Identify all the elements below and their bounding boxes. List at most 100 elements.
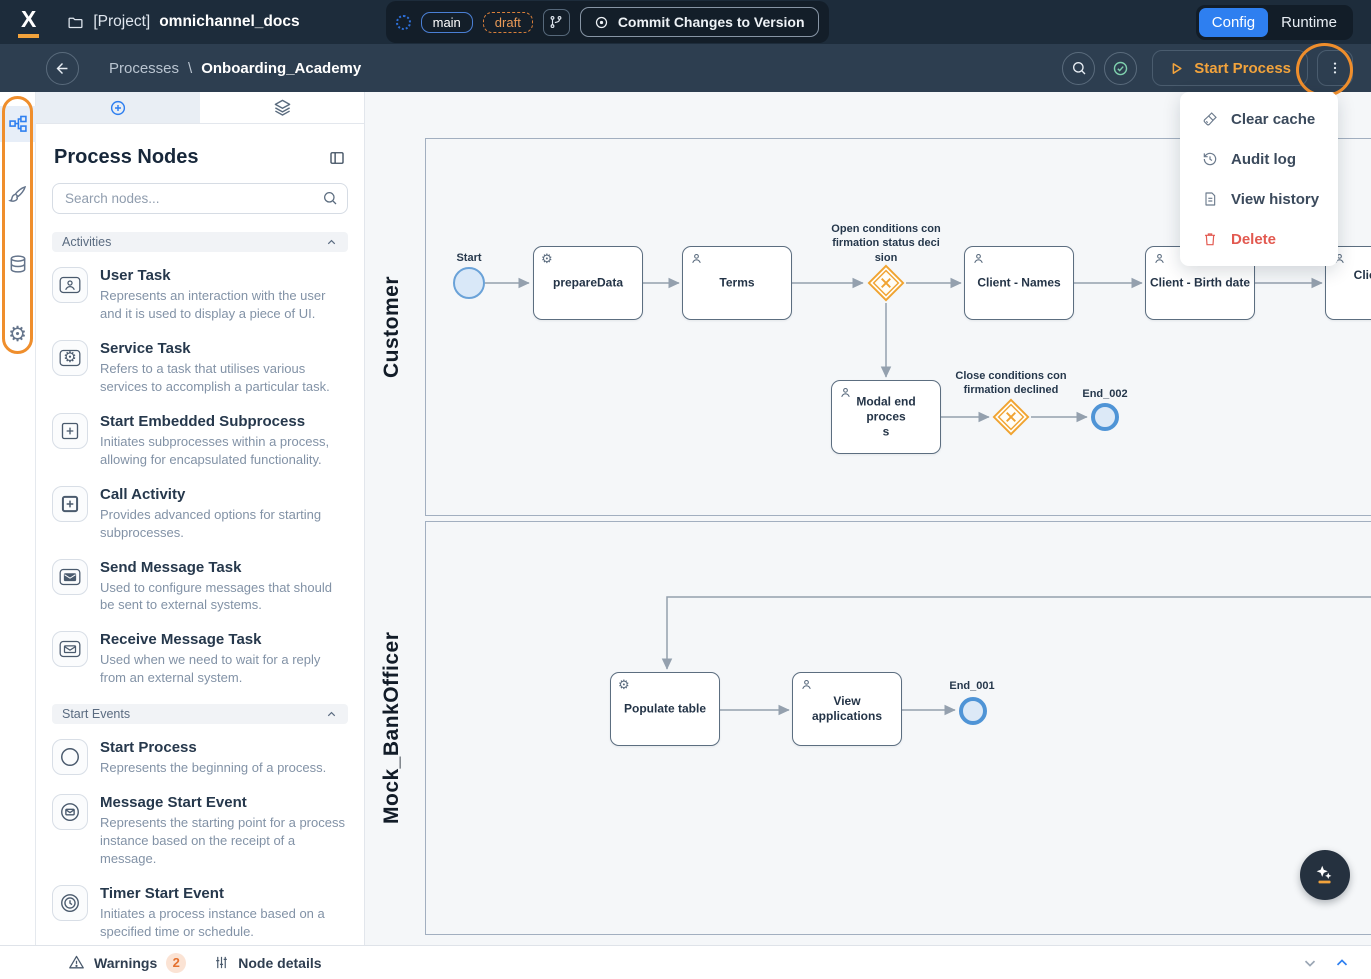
node-user-task-terms[interactable]: Terms: [682, 246, 792, 320]
section-activities[interactable]: Activities: [52, 232, 348, 252]
chevron-up-button[interactable]: [1333, 954, 1351, 972]
menu-item-label: View history: [1231, 190, 1320, 208]
runtime-tab[interactable]: Runtime: [1268, 8, 1350, 37]
lane-customer[interactable]: [425, 138, 1371, 516]
palette-item-desc: Refers to a task that utilises various s…: [100, 360, 330, 394]
draft-badge[interactable]: draft: [482, 11, 533, 33]
rail-item-database[interactable]: [0, 246, 36, 282]
rail-item-ui-designer[interactable]: [0, 176, 36, 212]
folder-icon: [67, 14, 84, 31]
node-label-open-conditions: Open conditions con firmation status dec…: [831, 223, 941, 264]
node-service-task-populate-table[interactable]: ⚙ Populate table: [610, 672, 720, 746]
palette-item-call-activity[interactable]: Call Activity Provides advanced options …: [36, 485, 364, 542]
node-gateway-close-conditions[interactable]: [992, 398, 1030, 436]
node-user-task-modal-end-process[interactable]: Modal end proces s: [831, 380, 941, 454]
ai-assistant-button[interactable]: [1300, 850, 1350, 900]
document-icon: [1202, 191, 1218, 207]
project-title: [Project] omnichannel_docs: [67, 13, 300, 31]
palette-item-service-task[interactable]: ⚙ Service Task Refers to a task that uti…: [36, 339, 364, 396]
palette-item-user-task[interactable]: User Task Represents an interaction with…: [36, 267, 364, 323]
palette-item-desc: Initiates subprocesses within a process,…: [100, 433, 330, 467]
gear-icon: ⚙: [8, 322, 27, 346]
palette-item-title: User Task: [100, 267, 171, 284]
branch-button[interactable]: [542, 8, 570, 36]
node-details-toggle[interactable]: Node details: [214, 955, 322, 971]
palette-item-timer-start-event[interactable]: Timer Start Event Initiates a process in…: [36, 885, 364, 941]
section-start-events[interactable]: Start Events: [52, 704, 348, 725]
warnings-toggle[interactable]: Warnings 2: [68, 952, 187, 973]
palette-item-start-embedded-subprocess[interactable]: Start Embedded Subprocess Initiates subp…: [36, 412, 364, 469]
broom-icon: [1202, 111, 1218, 127]
left-icon-rail: ⚙: [0, 92, 36, 945]
rail-item-settings[interactable]: ⚙: [0, 316, 36, 352]
sliders-icon: [214, 955, 229, 970]
search-nodes-box: [52, 183, 348, 214]
sync-spinner-icon: [395, 14, 411, 30]
section-label: Activities: [62, 235, 112, 249]
palette-item-title: Start Embedded Subprocess: [100, 412, 306, 430]
subprocess-icon: [52, 412, 88, 449]
node-gateway-open-conditions[interactable]: [867, 264, 905, 302]
menu-item-label: Audit log: [1231, 150, 1296, 168]
lane-label-customer: Customer: [380, 275, 403, 379]
toolbar-actions: Start Process: [1062, 50, 1353, 86]
node-user-task-client-names[interactable]: Client - Names: [964, 246, 1074, 320]
commit-button[interactable]: Commit Changes to Version: [579, 7, 819, 37]
brush-icon: [7, 184, 28, 204]
play-icon: [1169, 61, 1184, 76]
commit-button-label: Commit Changes to Version: [617, 14, 805, 30]
send-message-icon: [52, 558, 88, 595]
back-button[interactable]: [46, 51, 79, 85]
palette-item-title: Send Message Task: [100, 558, 242, 576]
palette-item-title: Start Process: [100, 739, 197, 757]
palette-item-send-message-task[interactable]: Send Message Task Used to configure mess…: [36, 558, 364, 615]
person-icon: [690, 252, 703, 265]
config-tab[interactable]: Config: [1198, 7, 1269, 37]
app-logo[interactable]: X: [18, 6, 40, 38]
lane-mock-bankofficer[interactable]: [425, 521, 1371, 935]
more-options-button[interactable]: [1317, 50, 1353, 86]
validate-button[interactable]: [1104, 51, 1138, 85]
node-start-event[interactable]: [453, 267, 485, 299]
person-icon: [1153, 252, 1166, 265]
palette-item-message-start-event[interactable]: Message Start Event Represents the start…: [36, 794, 364, 868]
palette-item-title: Receive Message Task: [100, 631, 262, 649]
plus-circle-icon: [109, 99, 127, 117]
menu-item-delete[interactable]: Delete: [1180, 219, 1338, 259]
palette-item-desc: Initiates a process instance based on a …: [100, 906, 325, 939]
menu-item-audit-log[interactable]: Audit log: [1180, 139, 1338, 179]
mode-toggle: Config Runtime: [1195, 4, 1353, 40]
search-nodes-input[interactable]: [52, 183, 348, 214]
commit-target-icon: [594, 15, 609, 30]
chevron-down-button[interactable]: [1301, 954, 1319, 972]
menu-item-label: Delete: [1231, 230, 1277, 248]
palette-item-receive-message-task[interactable]: Receive Message Task Used when we need t…: [36, 631, 364, 687]
rail-item-process-designer[interactable]: [0, 106, 36, 142]
process-nodes-panel: Process Nodes Activities User Task Repre…: [36, 92, 365, 945]
project-prefix: [Project]: [93, 13, 151, 30]
node-end-event-001[interactable]: [959, 697, 987, 725]
menu-item-clear-cache[interactable]: Clear cache: [1180, 99, 1338, 139]
branch-badge[interactable]: main: [420, 11, 473, 33]
history-icon: [1202, 151, 1218, 167]
message-start-icon: [52, 794, 88, 831]
gear-icon: ⚙: [541, 251, 553, 266]
call-activity-icon: [52, 485, 88, 522]
palette-item-desc: Provides advanced options for starting s…: [100, 506, 322, 540]
menu-item-view-history[interactable]: View history: [1180, 179, 1338, 219]
start-process-button[interactable]: Start Process: [1152, 50, 1308, 86]
node-end-event-002[interactable]: [1091, 403, 1119, 431]
start-event-icon: [52, 739, 88, 776]
breadcrumb-root[interactable]: Processes: [109, 59, 180, 77]
person-icon: [839, 386, 852, 399]
node-user-task-view-applications[interactable]: View applications: [792, 672, 902, 746]
node-service-task-preparedata[interactable]: ⚙ prepareData: [533, 246, 643, 320]
palette-item-start-process[interactable]: Start Process Represents the beginning o…: [36, 739, 364, 777]
sequence-flows: [485, 277, 1371, 716]
tab-layers[interactable]: [200, 92, 364, 123]
search-button[interactable]: [1062, 51, 1096, 85]
process-flow-icon: [8, 114, 28, 134]
collapse-panel-button[interactable]: [328, 149, 346, 167]
panel-header: Process Nodes: [36, 124, 364, 183]
tab-add-nodes[interactable]: [36, 92, 200, 123]
